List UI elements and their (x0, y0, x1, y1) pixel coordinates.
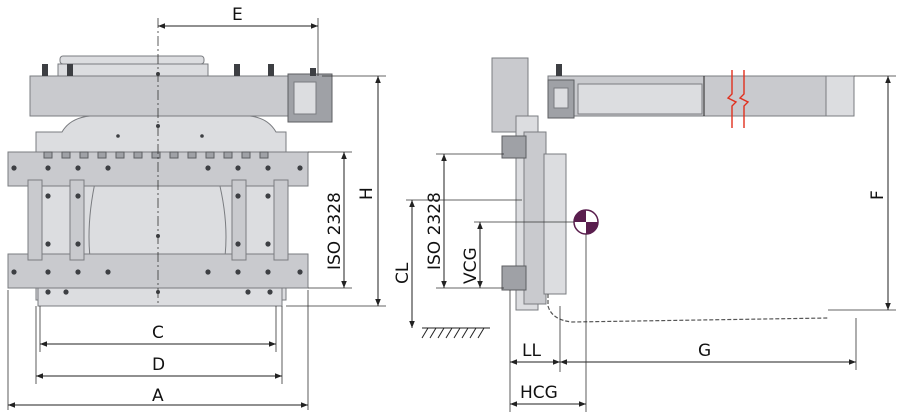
rotator-port (553, 87, 569, 109)
arm-end-block (825, 75, 855, 117)
top-handle-bar (59, 55, 205, 65)
dim-label-c: C (152, 323, 164, 343)
lower-hook (501, 265, 527, 291)
dim-label-a: A (152, 386, 164, 406)
dim-label-iso-left: ISO 2328 (325, 192, 345, 270)
dim-label-ll: LL (522, 341, 541, 361)
cog-symbol (573, 209, 599, 235)
hydraulic-port (293, 81, 317, 115)
top-cover (57, 63, 209, 77)
mast-plate-main (523, 131, 547, 305)
upper-hook (501, 135, 527, 159)
top-housing (29, 75, 293, 117)
carriage-teeth (43, 151, 269, 159)
side-top-bolt (556, 64, 562, 76)
side-view (421, 57, 855, 339)
dim-label-g: G (698, 341, 711, 361)
vertical-hooks (27, 179, 289, 261)
mast-plate-front (543, 153, 567, 295)
bottom-skirt (37, 287, 283, 307)
break-marks (726, 70, 750, 128)
ground-hatch (421, 327, 490, 339)
fork (547, 294, 829, 323)
front-view (7, 18, 333, 307)
dim-label-vcg: VCG (461, 247, 481, 284)
bolt-dots (11, 72, 303, 295)
dim-label-cl: CL (393, 262, 413, 284)
dim-label-hcg: HCG (520, 383, 558, 403)
front-dimensions: E H ISO 2328 C D A (7, 5, 386, 410)
dim-label-f: F (868, 190, 888, 200)
side-dimensions: ISO 2328 CL VCG F LL G HCG (393, 75, 896, 412)
dim-label-e: E (232, 5, 243, 25)
dim-label-iso-right: ISO 2328 (425, 192, 445, 270)
top-bolts (42, 64, 316, 76)
arm-inner-slot (577, 83, 703, 115)
dim-label-d: D (152, 355, 165, 375)
dim-label-h: H (357, 187, 377, 200)
